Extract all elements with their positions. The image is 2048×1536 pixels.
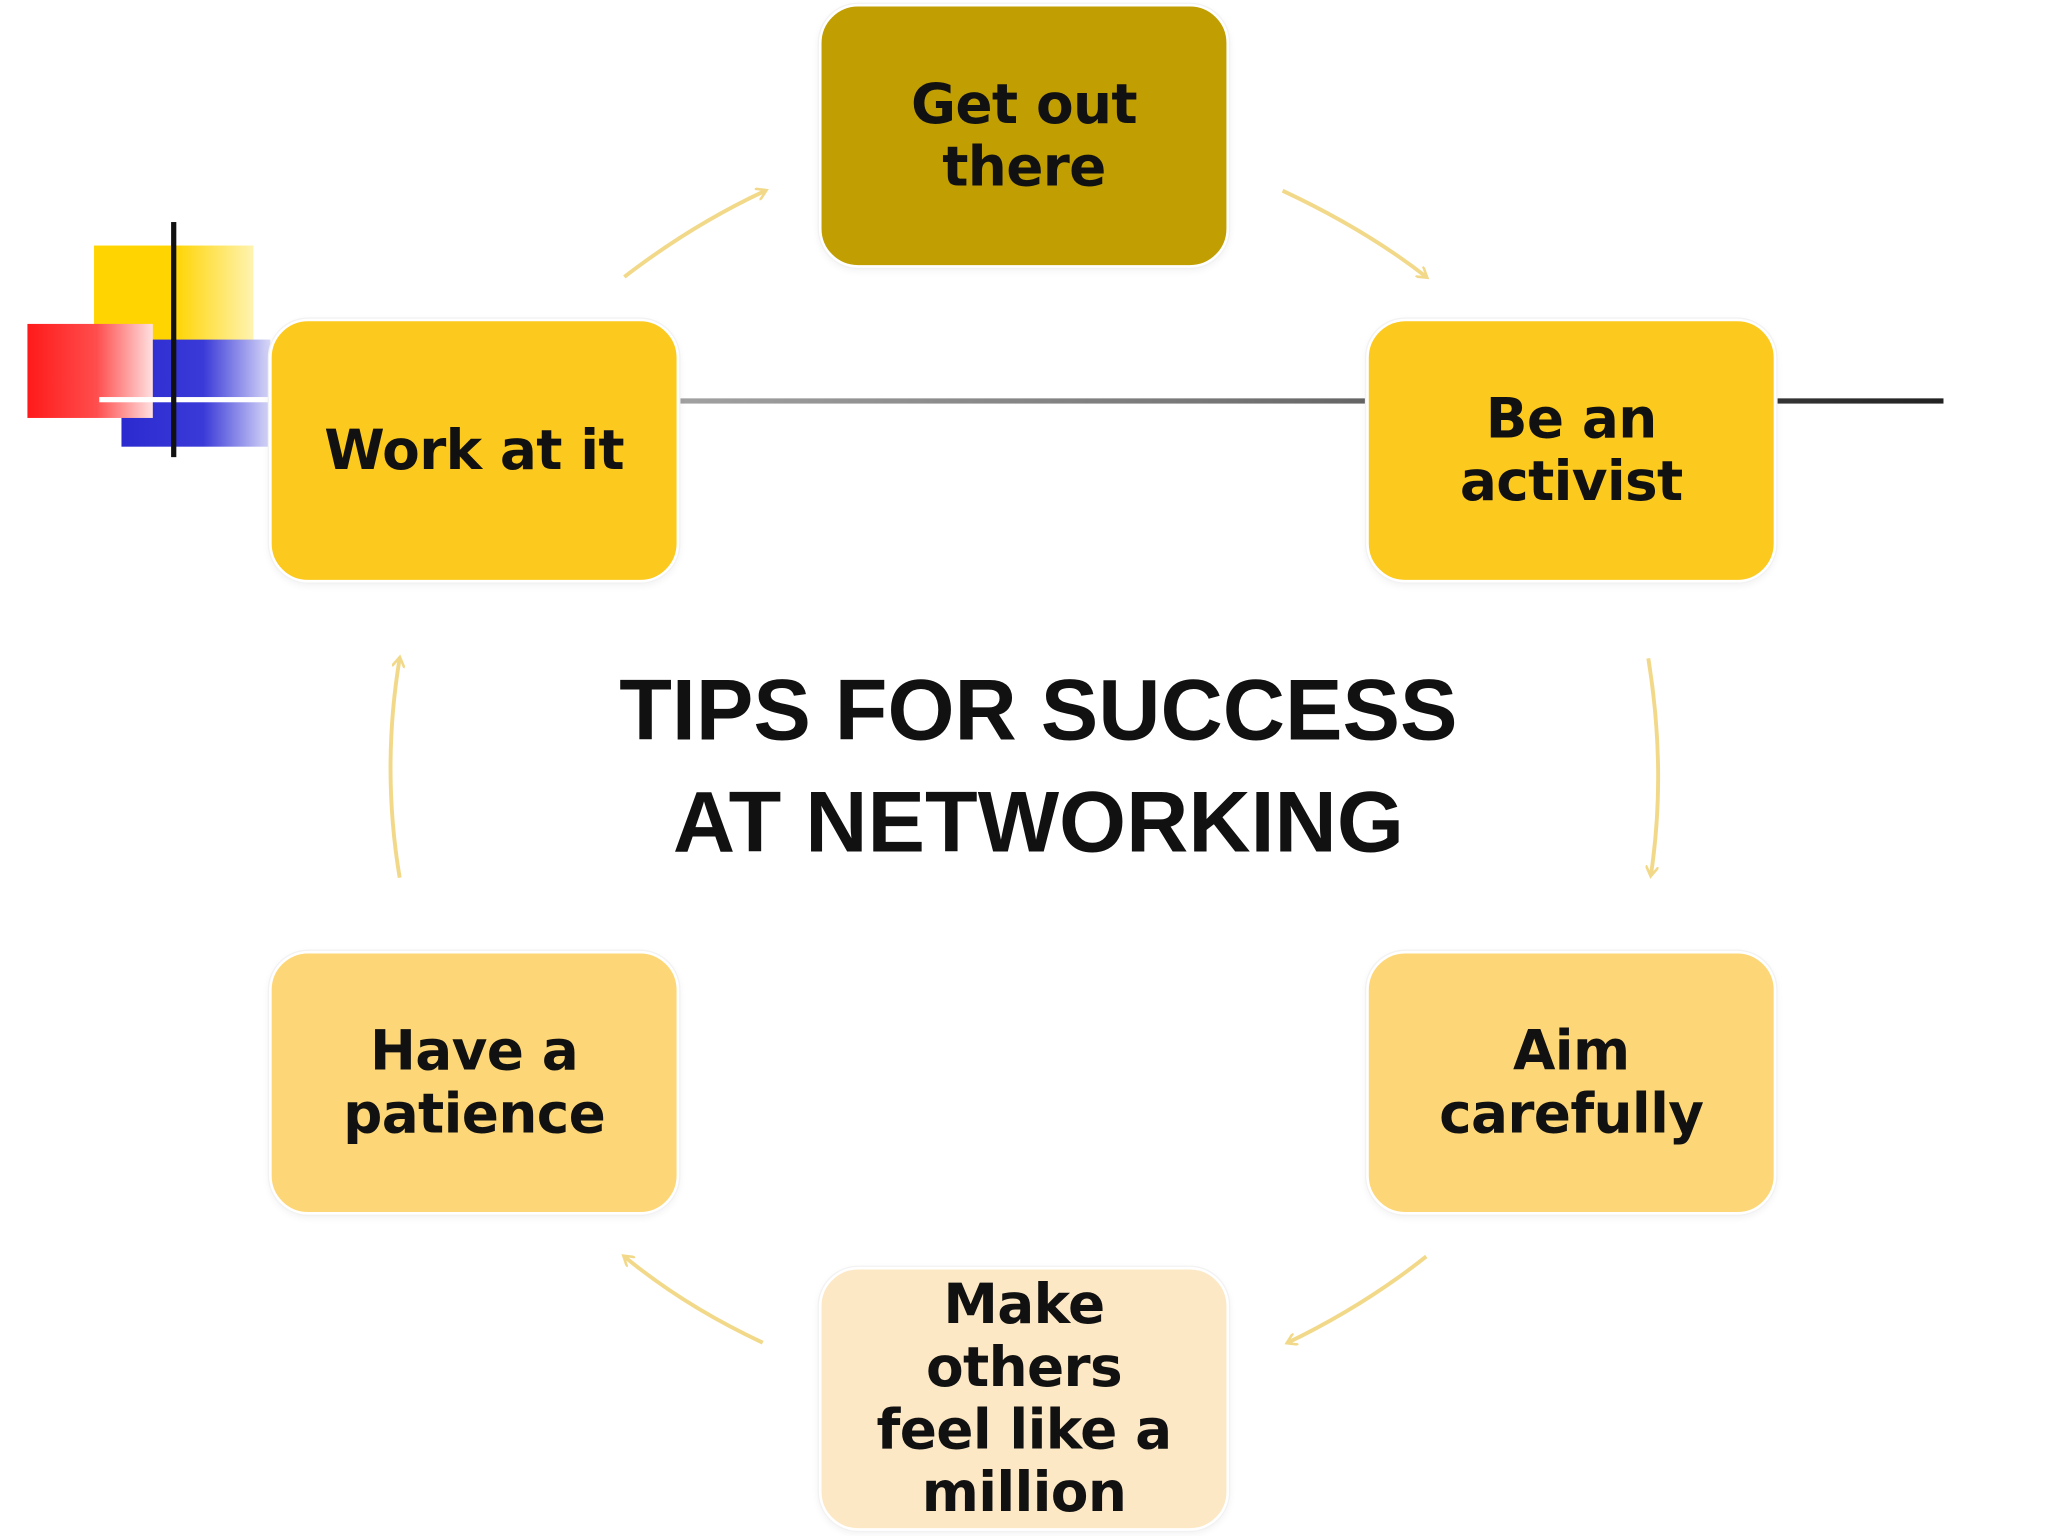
white-divider (99, 397, 283, 403)
node-label: Get out there (911, 71, 1138, 199)
vertical-line (171, 222, 177, 458)
node-label: Work at it (324, 417, 624, 482)
horizontal-rule (99, 398, 1944, 404)
arrow-top-right (1281, 188, 1427, 277)
arrow-top-left (623, 191, 765, 279)
node-label: Be an activist (1459, 386, 1683, 514)
cycle-arrows (388, 188, 1661, 1345)
arrow-bottom-right (1288, 1254, 1428, 1342)
slide-title: TIPS FOR SUCCESS AT NETWORKING AT NETWOR… (496, 653, 1580, 878)
cycle-node-work-at-it: Work at it (269, 318, 680, 583)
node-label: Aim carefully (1439, 1018, 1704, 1146)
cycle-node-make-others-feel: Make others feel like a million (818, 1266, 1230, 1531)
node-label: Have a patience (343, 1018, 606, 1146)
arrow-right (1648, 657, 1661, 875)
cycle-node-aim-carefully: Aim carefully (1366, 950, 1777, 1215)
arrow-left (388, 658, 400, 879)
cycle-node-get-out-there: Get out there (818, 3, 1230, 268)
red-square (27, 323, 153, 418)
arrow-bottom-left (624, 1256, 764, 1345)
cycle-node-have-a-patience: Have a patience (269, 950, 680, 1215)
cycle-node-be-an-activist: Be an activist (1366, 318, 1777, 583)
node-label: Make others feel like a million (876, 1272, 1173, 1525)
decorative-squares-logo (27, 222, 283, 458)
title-line-2: AT NETWORKING (672, 773, 1404, 870)
title-line-1: TIPS FOR SUCCESS (619, 660, 1458, 758)
